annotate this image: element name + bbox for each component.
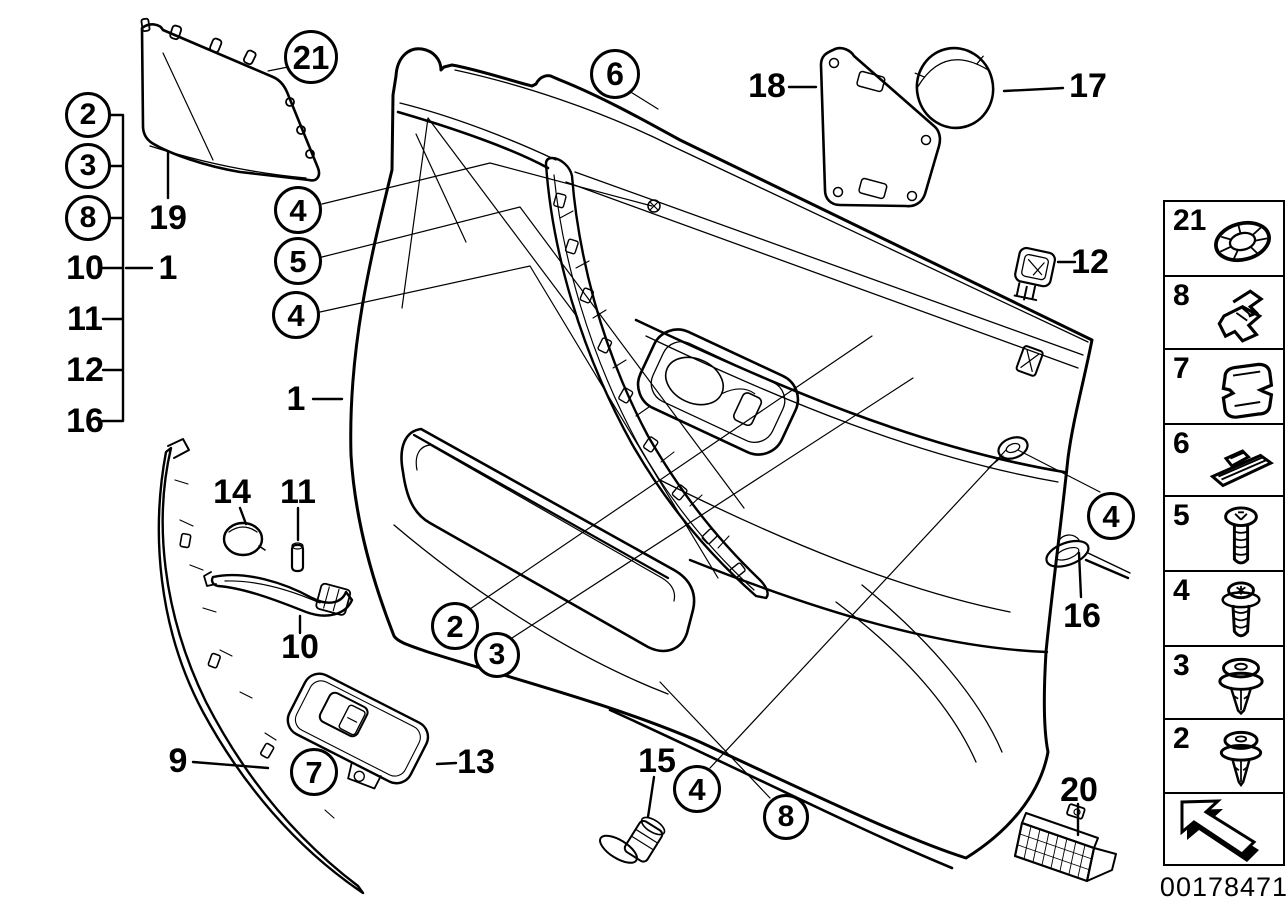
- spring-clip-icon: [1217, 289, 1264, 343]
- part-label-1[interactable]: 1: [158, 249, 178, 287]
- part-label-1[interactable]: 1: [286, 380, 306, 418]
- callout-circle-4[interactable]: 4: [1087, 492, 1135, 540]
- legend-number: 3: [1173, 649, 1190, 682]
- part-label-9[interactable]: 9: [168, 742, 188, 780]
- callout-circle-6[interactable]: 6: [590, 49, 640, 99]
- switch-panel-drawing: [286, 672, 430, 790]
- callout-circle-8[interactable]: 8: [763, 794, 809, 840]
- bowden-lever-drawing: [1045, 534, 1131, 580]
- callout-circle-8[interactable]: 8: [65, 195, 111, 241]
- callout-circle-2[interactable]: 2: [65, 92, 111, 138]
- legend-number: 6: [1173, 427, 1190, 460]
- callout-circle-4[interactable]: 4: [274, 186, 322, 234]
- callout-circle-4[interactable]: 4: [272, 291, 320, 339]
- drawing-number: 00178471: [1159, 872, 1288, 902]
- callout-circle-2[interactable]: 2: [431, 602, 479, 650]
- door-pull-handle-drawing: [203, 571, 354, 617]
- armrest-pull-cup-drawing: [636, 328, 800, 456]
- callout-text: 8: [777, 800, 795, 833]
- expanding-rivet-icon: [1218, 657, 1264, 716]
- legend-number: 4: [1173, 574, 1190, 607]
- sheet-metal-clip-icon: [1221, 362, 1274, 419]
- legend-number: 5: [1173, 499, 1190, 532]
- callout-text: 4: [287, 297, 305, 333]
- leader-lines: [267, 66, 1101, 799]
- decor-strip-drawing: [544, 156, 769, 600]
- part-label-13[interactable]: 13: [457, 743, 495, 781]
- legend-item-21[interactable]: 21: [1163, 200, 1285, 277]
- grommet-clip-icon: [1214, 220, 1271, 263]
- part-label-11[interactable]: 11: [67, 300, 103, 338]
- callout-circle-3[interactable]: 3: [65, 143, 111, 189]
- back-arrow-icon: [1180, 799, 1259, 862]
- callout-circle-7[interactable]: 7: [290, 748, 338, 796]
- door-lamp-drawing: [1013, 803, 1117, 883]
- callout-text: 3: [79, 149, 97, 182]
- clip-socket-drawing: [1013, 246, 1056, 302]
- rail-clip-icon: [1209, 449, 1274, 488]
- legend-item-5[interactable]: 5: [1163, 495, 1285, 572]
- callout-circle-5[interactable]: 5: [274, 237, 322, 285]
- part-label-12[interactable]: 12: [1071, 243, 1109, 281]
- legend-item-3[interactable]: 3: [1163, 645, 1285, 720]
- clip-15-drawing: [599, 816, 666, 864]
- legend-item-6[interactable]: 6: [1163, 423, 1285, 497]
- round-speaker-cover-drawing: [914, 46, 995, 130]
- door-panel-drawing: [349, 47, 1094, 870]
- part-label-11[interactable]: 11: [280, 473, 316, 511]
- part-label-16[interactable]: 16: [1063, 597, 1101, 635]
- part-label-10[interactable]: 10: [66, 249, 104, 287]
- callout-text: 4: [688, 771, 706, 807]
- callout-text: 4: [289, 192, 307, 228]
- part-label-10[interactable]: 10: [281, 628, 319, 666]
- map-pocket-drawing: [400, 427, 696, 653]
- part-label-15[interactable]: 15: [638, 742, 676, 780]
- part-label-19[interactable]: 19: [149, 199, 187, 237]
- pan-head-screw-icon: [1224, 506, 1258, 565]
- legend-item-4[interactable]: 4: [1163, 570, 1285, 647]
- callout-connectors: [101, 85, 1083, 837]
- callout-circle-21[interactable]: 21: [284, 30, 338, 84]
- pin-11-drawing: [290, 542, 305, 573]
- washer-screw-icon: [1221, 581, 1261, 638]
- callout-text: 3: [488, 638, 506, 671]
- cap-14-drawing: [222, 521, 266, 557]
- legend-item-2[interactable]: 2: [1163, 718, 1285, 794]
- callout-text: 21: [292, 38, 330, 76]
- callout-circle-3[interactable]: 3: [474, 632, 520, 678]
- callout-text: 2: [446, 608, 464, 644]
- callout-text: 2: [79, 98, 97, 131]
- legend-number: 2: [1173, 722, 1190, 755]
- part-label-17[interactable]: 17: [1069, 67, 1107, 105]
- legend-number: 7: [1173, 352, 1190, 385]
- legend-number: 8: [1173, 279, 1190, 312]
- expanding-rivet-icon: [1219, 730, 1263, 787]
- speaker-cover-plate-drawing: [819, 46, 942, 208]
- legend-back-arrow-cell[interactable]: [1163, 792, 1285, 866]
- callout-text: 7: [305, 754, 323, 790]
- callout-text: 8: [79, 201, 97, 234]
- part-label-12[interactable]: 12: [66, 351, 104, 389]
- callout-text: 5: [289, 243, 307, 279]
- callout-text: 4: [1102, 498, 1120, 534]
- callout-circle-4[interactable]: 4: [673, 765, 721, 813]
- part-label-20[interactable]: 20: [1060, 771, 1098, 809]
- legend-number: 21: [1173, 204, 1207, 237]
- legend-item-7[interactable]: 7: [1163, 348, 1285, 425]
- callout-text: 6: [606, 56, 624, 92]
- sill-trim-strip-drawing: [157, 438, 365, 895]
- part-label-14[interactable]: 14: [213, 473, 251, 511]
- legend-item-8[interactable]: 8: [1163, 275, 1285, 350]
- mirror-triangle-cover-drawing: [140, 17, 321, 182]
- part-label-18[interactable]: 18: [748, 67, 786, 105]
- part-label-16[interactable]: 16: [66, 402, 104, 440]
